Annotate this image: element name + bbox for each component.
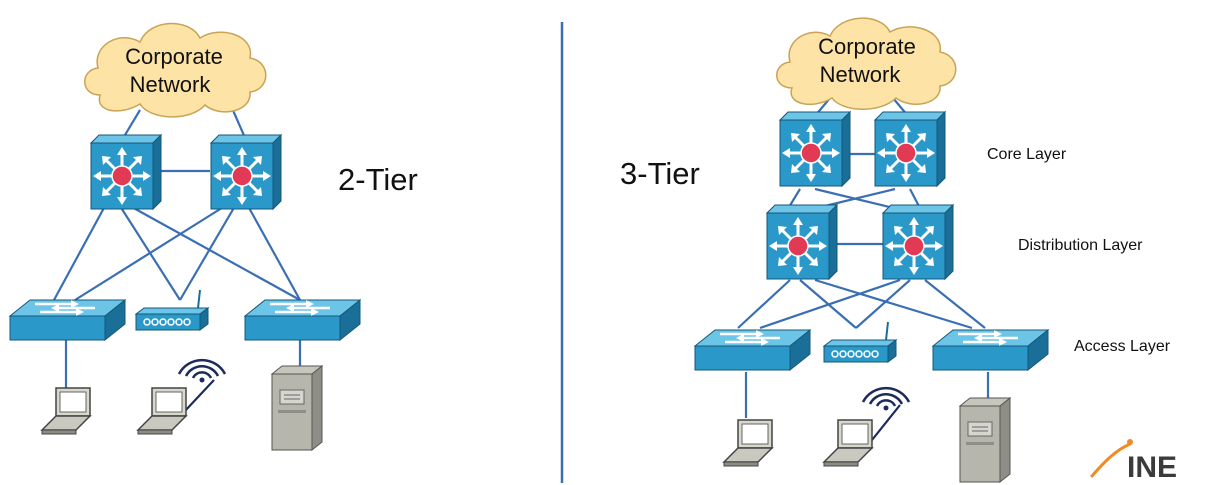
l2-switch-icon [693,328,812,372]
wireless-ap-icon [135,289,209,331]
logo-text: INE [1127,451,1177,484]
distribution-layer-label: Distribution Layer [1018,237,1143,254]
laptop-icon [41,387,91,435]
laptop-icon [723,419,773,467]
cloud-icon: Corporate Network [84,22,267,118]
l3-switch-icon [89,133,163,211]
ine-logo: INE [1090,439,1177,484]
l2-switch-icon [931,328,1050,372]
server-icon [959,397,1011,483]
three-tier-title: 3-Tier [620,156,700,191]
laptop-icon [137,387,187,435]
cloud-icon: Corporate Network [776,17,957,110]
wireless-ap-icon [823,321,897,363]
wifi-signal-icon [861,386,911,412]
access-layer-label: Access Layer [1074,338,1171,355]
two-tier-diagram: Corporate Network 2-Tier [8,22,418,451]
wifi-signal-icon [177,358,227,384]
l3-switch-icon [778,110,852,188]
l3-switch-icon [881,203,955,281]
cloud-label-line1: Corporate [125,44,223,69]
cloud-label-line2: Network [820,62,902,87]
cloud-label-line1: Corporate [818,34,916,59]
l3-switch-icon [209,133,283,211]
l2-switch-icon [8,298,127,342]
two-tier-title: 2-Tier [338,162,418,197]
core-layer-label: Core Layer [987,146,1067,163]
l2-switch-icon [243,298,362,342]
laptop-icon [823,419,873,467]
l3-switch-icon [873,110,947,188]
three-tier-diagram: Corporate Network 3-Tier Core Layer Dist… [620,17,1171,483]
l3-switch-icon [765,203,839,281]
logo-swoosh-icon [1090,442,1132,478]
server-icon [271,365,323,451]
cloud-label-line2: Network [130,72,212,97]
two-tier-links [53,107,302,413]
